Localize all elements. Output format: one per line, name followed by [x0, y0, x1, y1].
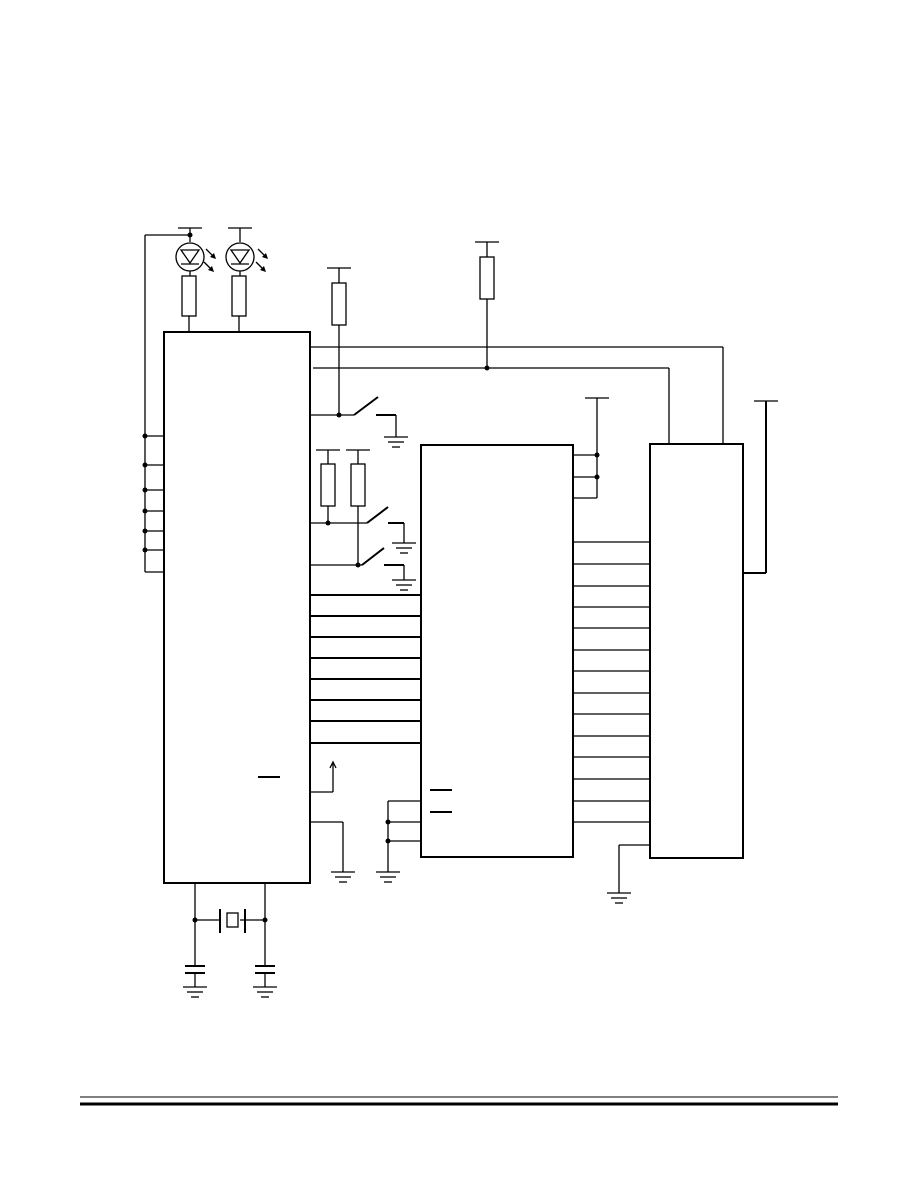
mcu-to-ic-bus — [310, 594, 421, 744]
led-1-resistor — [181, 275, 197, 317]
switch-3-pullup-resistor — [350, 463, 366, 507]
switch-1-circuit — [310, 267, 408, 448]
ic-to-ic-bus — [573, 541, 650, 823]
microcontroller-chip — [163, 331, 311, 884]
led-2-resistor — [231, 275, 247, 317]
pullup-resistor-center — [479, 256, 495, 300]
switch-2-lever — [366, 506, 389, 524]
middle-ic-control-pins — [376, 789, 452, 883]
middle-ic-supply — [573, 397, 609, 499]
middle-ic-chip — [420, 444, 574, 858]
switch-1-lever — [353, 396, 379, 416]
right-ic-ground — [607, 844, 650, 904]
right-chip-pullup — [310, 241, 724, 444]
right-ic-chip — [649, 443, 744, 859]
switch-2-pullup-resistor — [320, 463, 336, 507]
switch-3-lever — [361, 547, 385, 566]
crystal-icon — [226, 912, 239, 928]
mcu-lower-pins — [258, 760, 355, 883]
right-ic-supply — [743, 400, 778, 574]
capacitor-2 — [253, 965, 277, 998]
left-bus — [142, 232, 193, 573]
crystal-oscillator — [192, 883, 268, 966]
led-2 — [225, 227, 268, 276]
capacitor-1 — [183, 965, 207, 998]
switch-1-pullup-resistor — [331, 282, 347, 326]
switch-2-3-circuit — [310, 449, 416, 591]
led-1 — [175, 227, 216, 276]
